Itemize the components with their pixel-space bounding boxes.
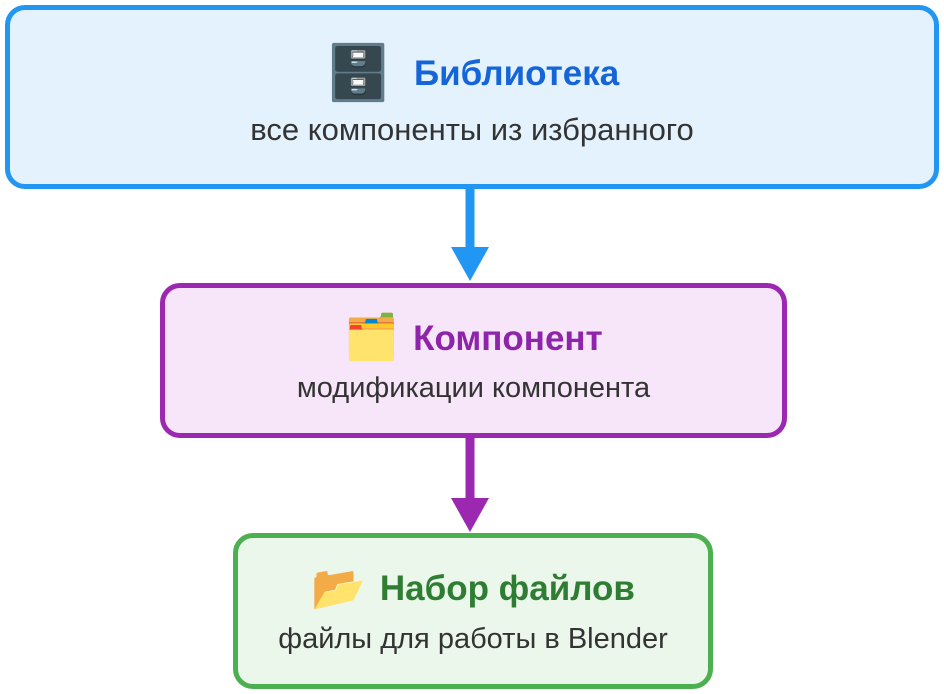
- node-fileset-header: 📂 Набор файлов: [311, 563, 635, 613]
- arrow-library-to-component: [451, 185, 489, 281]
- node-component[interactable]: 🗂️ Компонент модификации компонента: [160, 283, 787, 438]
- node-component-subtitle: модификации компонента: [296, 372, 651, 404]
- node-fileset[interactable]: 📂 Набор файлов файлы для работы в Blende…: [233, 533, 713, 689]
- node-library[interactable]: 🗄️ Библиотека все компоненты из избранно…: [5, 5, 939, 189]
- file-cabinet-icon: 🗄️: [324, 43, 392, 103]
- node-fileset-title: Набор файлов: [379, 569, 635, 608]
- open-file-folder-icon: 📂: [311, 563, 366, 613]
- node-fileset-subtitle: файлы для работы в Blender: [278, 622, 668, 655]
- node-component-header: 🗂️ Компонент: [344, 316, 602, 360]
- card-index-dividers-icon: 🗂️: [344, 313, 400, 362]
- node-library-title: Библиотека: [413, 53, 620, 93]
- node-component-title: Компонент: [413, 318, 603, 358]
- node-library-header: 🗄️ Библиотека: [325, 46, 620, 100]
- arrow-component-to-fileset: [451, 434, 489, 532]
- node-library-subtitle: все компоненты из избранного: [250, 112, 694, 147]
